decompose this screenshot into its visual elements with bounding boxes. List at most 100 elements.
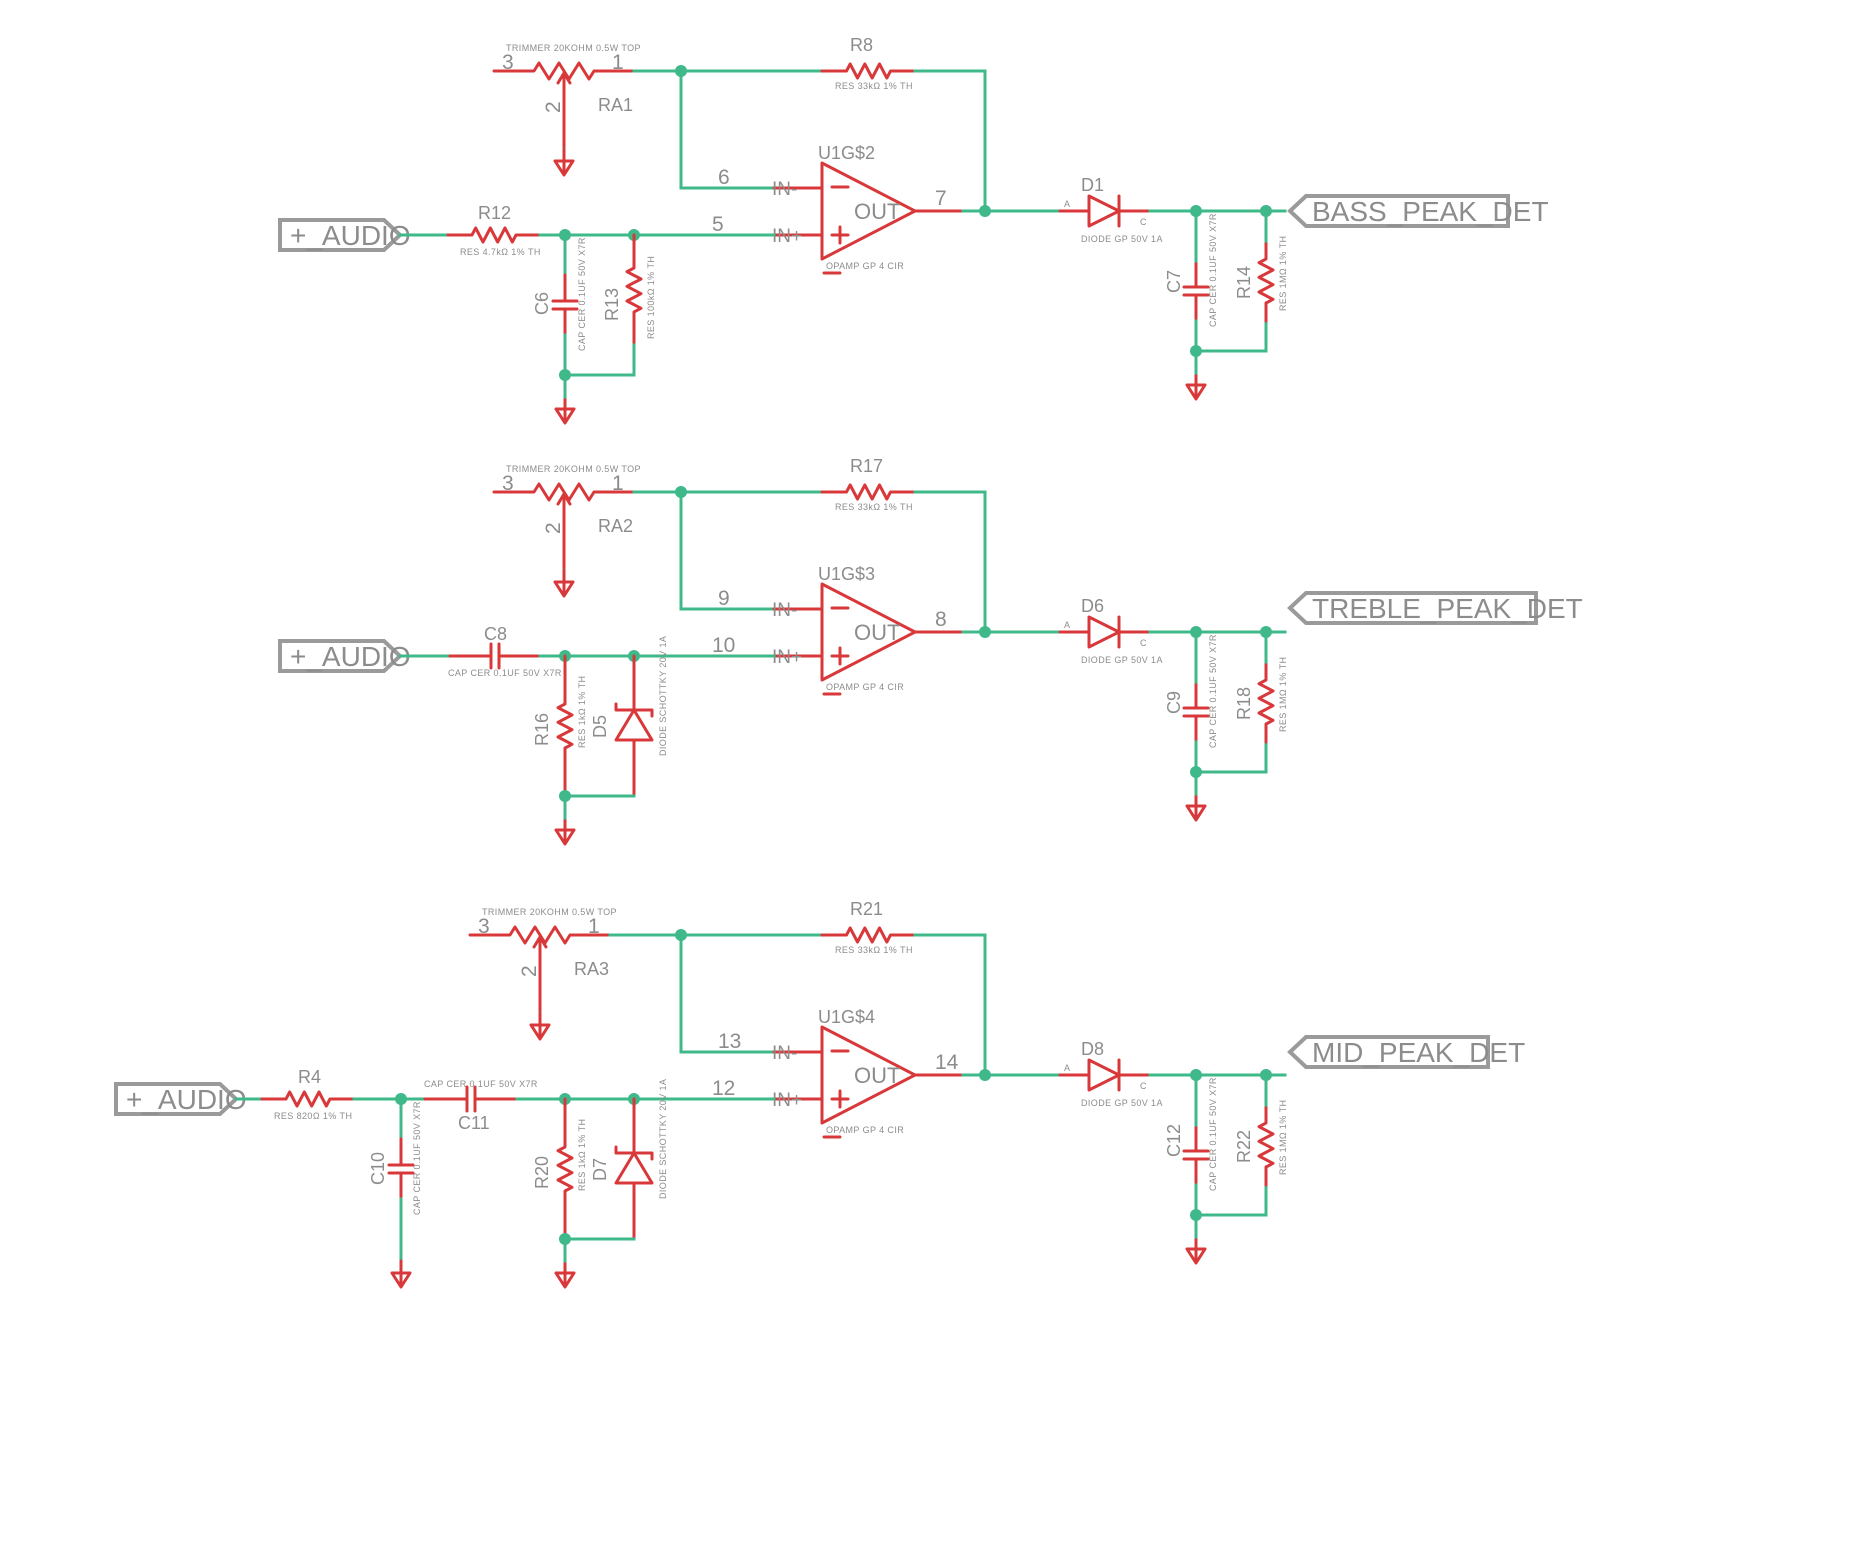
trimmer-pin-b: 1: [612, 51, 624, 74]
opamp-value: OPAMP GP 4 CIR: [826, 261, 904, 271]
trimmer-pin-b: 1: [612, 472, 624, 495]
feedback-res-ref: R8: [850, 35, 873, 55]
treble-input-port: [278, 639, 403, 673]
opamp-ref: U1G$2: [818, 143, 875, 163]
output-cap-ref: C7: [1164, 270, 1184, 293]
opamp-ref: U1G$4: [818, 1007, 875, 1027]
diode-cathode-label: C: [1140, 217, 1147, 227]
output-res-ref: R14: [1234, 266, 1254, 299]
wire: [563, 343, 636, 377]
shunt-capacitor: [551, 273, 579, 337]
opamp-value: OPAMP GP 4 CIR: [826, 1125, 904, 1135]
treble-output-port-label: TREBLE_PEAK_DET: [1312, 593, 1583, 624]
feedback-res-value: RES 33kΩ 1% TH: [835, 502, 913, 512]
opamp-pin-out: 7: [935, 187, 947, 210]
clamp-diode-value: DIODE SCHOTTKY 20V 1A: [658, 636, 668, 756]
wire: [679, 933, 776, 1054]
diode-ref: D8: [1081, 1039, 1104, 1059]
trimmer-ref: RA2: [598, 516, 633, 536]
junction-dot: [979, 626, 991, 638]
ground-icon: [390, 1259, 412, 1289]
output-cap-ref: C9: [1164, 691, 1184, 714]
opamp-inv-label: IN-: [772, 600, 797, 621]
input-res-value: RES 4.7kΩ 1% TH: [460, 247, 541, 257]
trimmer-pin-b: 1: [588, 915, 600, 938]
trimmer-wiper: [556, 492, 572, 572]
junction-dot: [979, 205, 991, 217]
trimmer-pin-a: 3: [502, 472, 514, 495]
treble-input-port-label: +_AUDIO: [290, 641, 411, 672]
wire: [679, 69, 776, 190]
mid-input-port: [114, 1082, 239, 1116]
opamp-pin-out: 8: [935, 608, 947, 631]
output-res-ref: R22: [1234, 1130, 1254, 1163]
trimmer-symbol: [468, 925, 612, 945]
trimmer-value: TRIMMER 20KOHM 0.5W TOP: [506, 43, 641, 53]
opamp-symbol: [820, 161, 917, 261]
input-capacitor: [448, 642, 542, 670]
shunt-cap-ref: C6: [532, 292, 552, 315]
schottky-diode-symbol: [614, 654, 654, 798]
shunt-resistor: [556, 654, 574, 798]
shunt-resistor: [556, 1097, 574, 1241]
output-res-ref: R18: [1234, 687, 1254, 720]
trimmer-pin-a: 3: [502, 51, 514, 74]
wire: [913, 933, 987, 1077]
mid-output-port: [1287, 1035, 1490, 1069]
feedback-resistor: [820, 62, 917, 80]
diode-ref: D1: [1081, 175, 1104, 195]
input-cap-ref: C11: [458, 1113, 490, 1133]
output-capacitor: [1182, 259, 1210, 323]
input-resistor: [446, 226, 542, 244]
diode-cathode-label: C: [1140, 638, 1147, 648]
opamp-pins: [772, 607, 965, 658]
schottky-diode-symbol: [614, 1097, 654, 1241]
trimmer-value: TRIMMER 20KOHM 0.5W TOP: [482, 907, 617, 917]
diode-value: DIODE GP 50V 1A: [1081, 234, 1163, 244]
input-res-ref: R12: [478, 203, 511, 223]
shunt-resistor: [625, 233, 643, 347]
shunt-res-ref: R16: [532, 713, 552, 746]
trimmer-symbol: [492, 61, 636, 81]
junction-dot: [979, 1069, 991, 1081]
ground-icon: [529, 1011, 551, 1041]
junction-dot: [675, 486, 687, 498]
diode-anode-label: A: [1064, 199, 1070, 209]
diode-anode-label: A: [1064, 1063, 1070, 1073]
bass-output-port-label: BASS_PEAK_DET: [1312, 196, 1549, 227]
output-resistor: [1257, 660, 1275, 744]
mid-input-port-label: +_AUDIO: [126, 1084, 247, 1115]
lp-cap-value: CAP CER 0.1UF 50V X7R: [412, 1101, 422, 1215]
input-capacitor: [423, 1085, 519, 1113]
trimmer-ref: RA3: [574, 959, 609, 979]
shunt-cap-value: CAP CER 0.1UF 50V X7R: [577, 237, 587, 351]
opamp-ref: U1G$3: [818, 564, 875, 584]
output-cap-value: CAP CER 0.1UF 50V X7R: [1208, 634, 1218, 748]
ground-icon: [554, 816, 576, 846]
wire: [679, 490, 776, 611]
output-cap-ref: C12: [1164, 1124, 1184, 1157]
trimmer-pin-a: 3: [478, 915, 490, 938]
bass-output-port: [1287, 194, 1510, 228]
opamp-pins: [772, 1050, 965, 1101]
input-cap-ref: C8: [484, 624, 507, 644]
opamp-pin-noninv: 10: [712, 634, 735, 657]
opamp-out-label: OUT: [854, 620, 900, 645]
opamp-pin-inv: 13: [718, 1030, 741, 1053]
junction-dot: [675, 929, 687, 941]
opamp-pins: [772, 186, 965, 237]
shunt-res-value: RES 1kΩ 1% TH: [577, 676, 587, 748]
plus-sign: [830, 1089, 850, 1109]
lp-cap-ref: C10: [368, 1152, 388, 1185]
feedback-res-ref: R17: [850, 456, 883, 476]
opamp-pin-noninv: 12: [712, 1077, 735, 1100]
opamp-inv-label: IN-: [772, 179, 797, 200]
feedback-resistor: [820, 926, 917, 944]
bass-input-port-label: +_AUDIO: [290, 220, 411, 251]
ground-icon: [554, 395, 576, 425]
shunt-res-ref: R20: [532, 1156, 552, 1189]
lowpass-capacitor: [387, 1137, 415, 1201]
